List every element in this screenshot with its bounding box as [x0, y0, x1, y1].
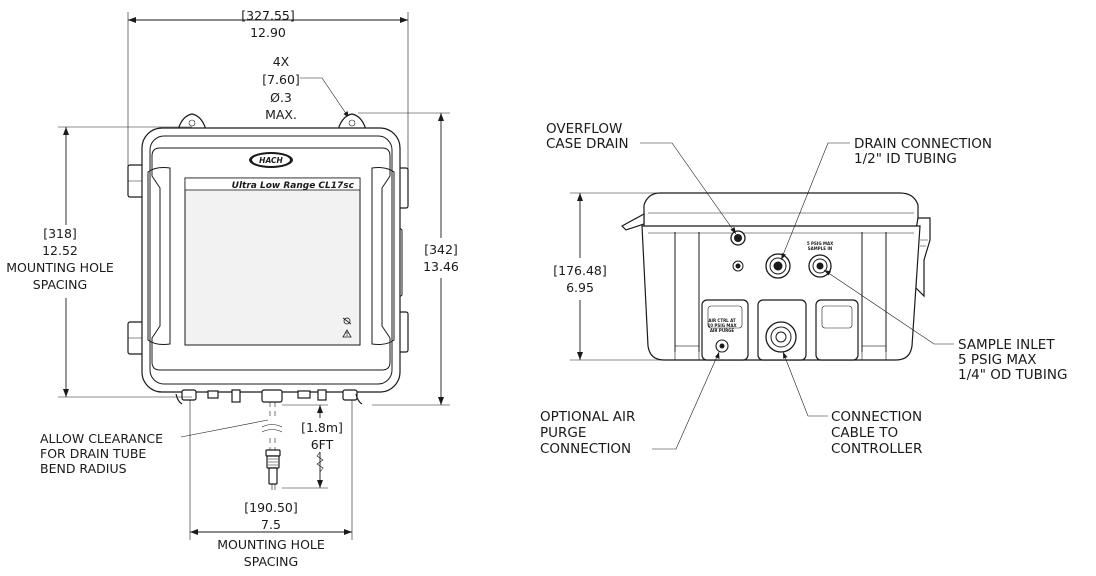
clearance-label-3: BEND RADIUS [40, 461, 127, 476]
cable-label-2: CABLE TO [831, 425, 898, 441]
mounting-vertical-dimension: [318] 12.52 MOUNTING HOLE SPACING [6, 126, 192, 398]
cable-length-mm: [1.8m] [301, 420, 343, 435]
front-view: [327.55] 12.90 4X [7.60] Ø.3 MAX. [6, 8, 459, 569]
hole-in: Ø.3 [270, 90, 292, 105]
height-dimension: [342] 13.46 [358, 112, 459, 406]
mount-v-label-2: SPACING [33, 277, 87, 292]
sample-port-label-2: SAMPLE IN [808, 246, 832, 251]
hole-mm: [7.60] [262, 72, 300, 87]
hole-callout: 4X [7.60] Ø.3 MAX. [262, 54, 350, 122]
width-in: 12.90 [250, 25, 286, 40]
width-mm: [327.55] [241, 8, 295, 23]
bottom-height-dimension: [176.48] 6.95 [553, 192, 670, 361]
mount-h-label-2: SPACING [244, 554, 298, 569]
purge-label-1: OPTIONAL AIR [540, 409, 635, 425]
enclosure-bottom: 5 PSIG MAX SAMPLE IN AIR CTRL AT 10 PSIG… [621, 192, 931, 361]
enclosure-front: HACH Ultra Low Range CL17sc ! [127, 113, 409, 405]
warning-icon: ! [342, 329, 352, 338]
bottom-height-in: 6.95 [566, 280, 594, 295]
mount-h-mm: [190.50] [244, 500, 298, 515]
hole-max: MAX. [265, 107, 297, 122]
overflow-label-1: OVERFLOW [546, 121, 622, 137]
sample-label-1: SAMPLE INLET [958, 337, 1055, 353]
purge-label-3: CONNECTION [540, 441, 631, 457]
cable-label-3: CONTROLLER [831, 441, 922, 457]
purge-port-label-1: AIR CTRL AT [708, 318, 736, 323]
product-name: Ultra Low Range CL17sc [232, 181, 355, 191]
cable-length-ft: 6FT [311, 437, 334, 452]
sample-port-label-1: 5 PSIG MAX [807, 241, 833, 246]
callouts: OVERFLOW CASE DRAIN DRAIN CONNECTION 1/2… [540, 121, 1067, 457]
mount-v-label-1: MOUNTING HOLE [6, 260, 114, 275]
hole-count: 4X [273, 54, 290, 69]
sample-label-2: 5 PSIG MAX [958, 352, 1036, 368]
height-mm: [342] [424, 242, 458, 257]
purge-label-2: PURGE [540, 425, 586, 441]
bottom-height-mm: [176.48] [553, 263, 607, 278]
drain-tube-cable: ALLOW CLEARANCE FOR DRAIN TUBE BEND RADI… [40, 402, 343, 490]
clearance-label-1: ALLOW CLEARANCE [40, 431, 163, 446]
purge-port-label-2: 10 PSIG MAX [707, 323, 736, 328]
drain-label-1: DRAIN CONNECTION [854, 136, 992, 152]
height-in: 13.46 [423, 259, 459, 274]
mount-h-in: 7.5 [261, 517, 281, 532]
bottom-view: [176.48] 6.95 [540, 121, 1067, 457]
purge-port-label-3: AIR PURGE [710, 328, 735, 333]
svg-text:!: ! [346, 332, 348, 338]
overflow-label-2: CASE DRAIN [546, 136, 629, 152]
mount-v-mm: [318] [43, 226, 77, 241]
cable-label-1: CONNECTION [831, 409, 922, 425]
mounting-horizontal-dimension: [190.50] 7.5 MOUNTING HOLE SPACING [189, 400, 353, 569]
mount-v-in: 12.52 [42, 243, 78, 258]
mount-h-label-1: MOUNTING HOLE [217, 537, 325, 552]
sample-label-3: 1/4" OD TUBING [958, 367, 1067, 383]
drain-label-2: 1/2" ID TUBING [854, 151, 957, 167]
clearance-label-2: FOR DRAIN TUBE [40, 446, 146, 461]
width-dimension: [327.55] 12.90 [127, 8, 409, 170]
brand-logo: HACH [259, 156, 283, 165]
caution-hand-icon [342, 317, 352, 325]
